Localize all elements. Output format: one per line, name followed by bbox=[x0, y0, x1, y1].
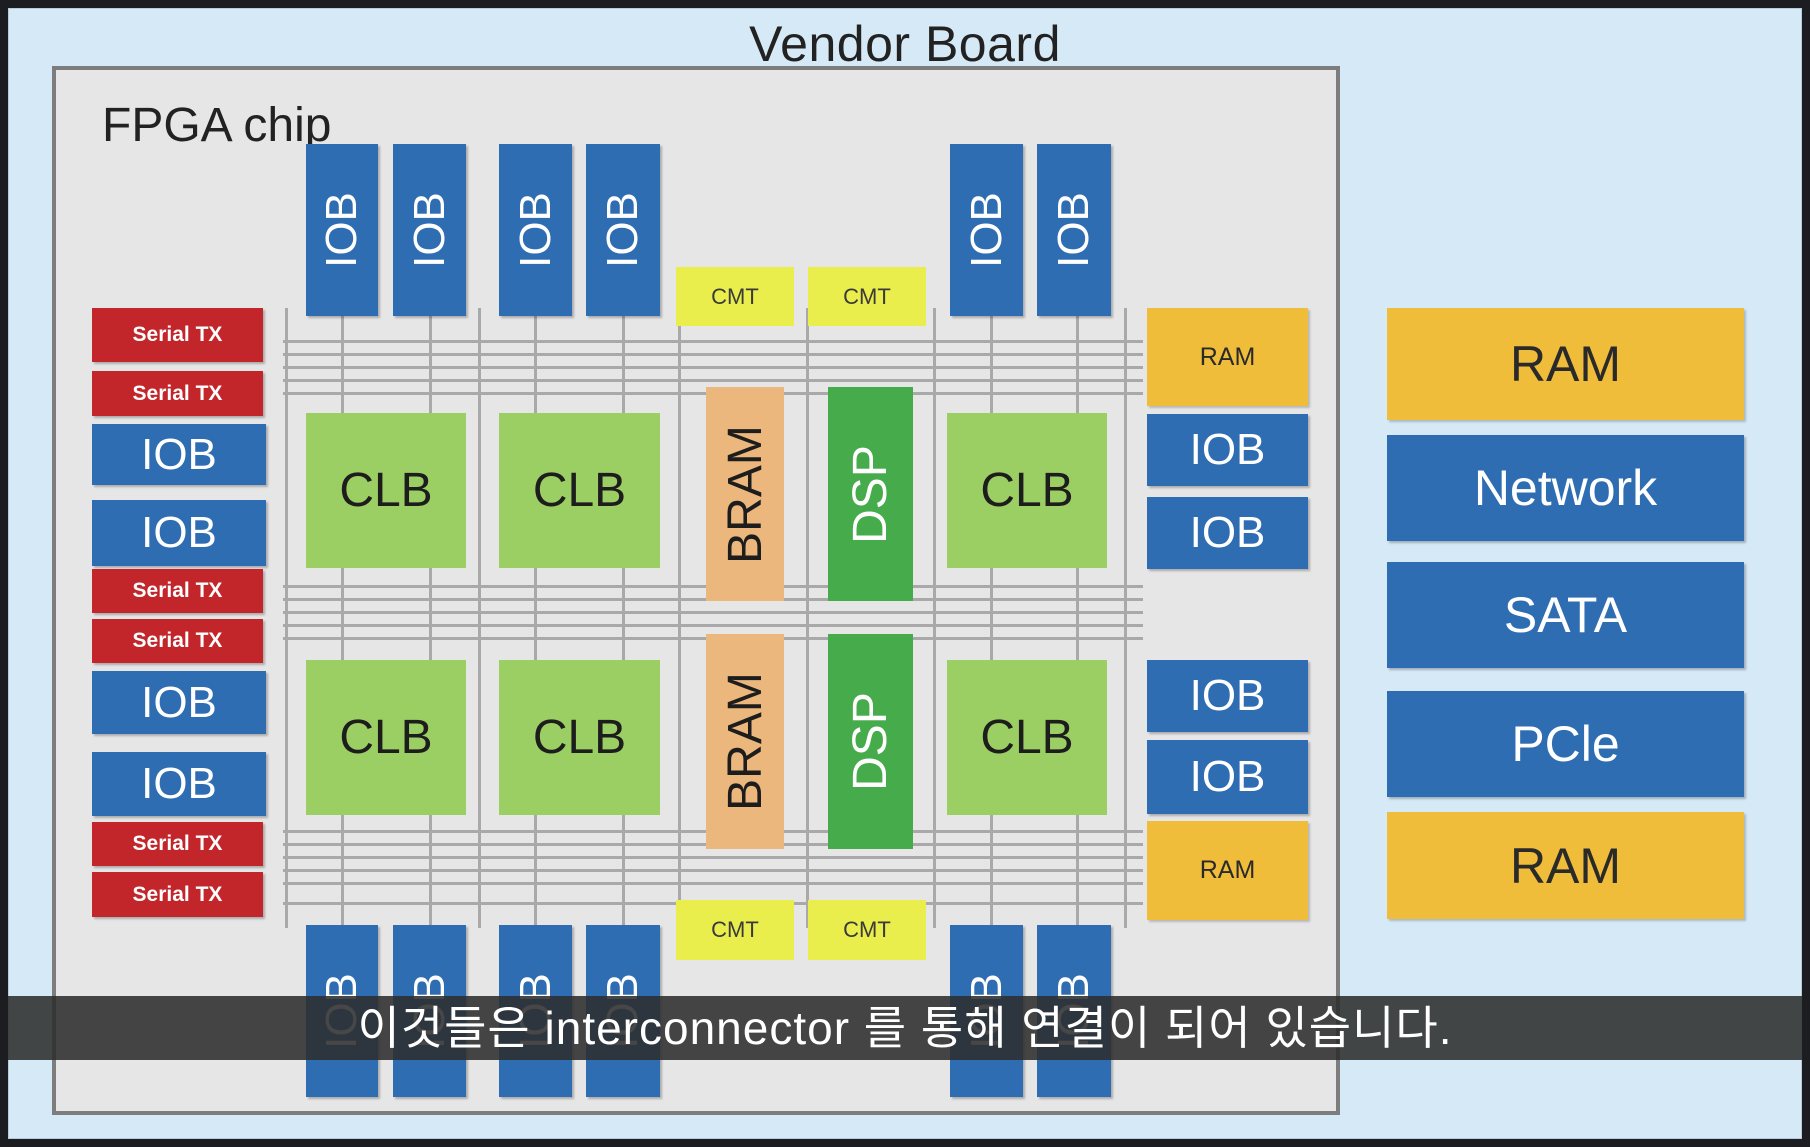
bram-block: BRAM bbox=[706, 387, 784, 601]
interconnect-line bbox=[1124, 308, 1127, 928]
sata-block: SATA bbox=[1387, 562, 1744, 668]
interconnect-line bbox=[1076, 308, 1079, 928]
iob-block-top: IOB bbox=[1037, 144, 1111, 316]
serial-tx-block: Serial TX bbox=[92, 308, 263, 362]
iob-block-left: IOB bbox=[92, 752, 266, 816]
interconnect-line bbox=[283, 366, 1143, 369]
serial-tx-block: Serial TX bbox=[92, 872, 263, 917]
interconnect-line bbox=[990, 308, 993, 928]
board-title: Vendor Board bbox=[749, 16, 1061, 72]
iob-block-top: IOB bbox=[306, 144, 378, 316]
clb-block: CLB bbox=[499, 413, 660, 568]
bram-block: BRAM bbox=[706, 634, 784, 849]
interconnect-line bbox=[341, 308, 344, 928]
interconnect-line bbox=[283, 353, 1143, 356]
iob-block-right: IOB bbox=[1147, 660, 1308, 732]
cmt-block: CMT bbox=[808, 267, 926, 326]
board-ram-block: RAM bbox=[1387, 812, 1744, 919]
iob-block-right: IOB bbox=[1147, 740, 1308, 814]
serial-tx-block: Serial TX bbox=[92, 371, 263, 416]
iob-block-top: IOB bbox=[950, 144, 1023, 316]
interconnect-line bbox=[806, 308, 809, 928]
interconnect-line bbox=[283, 882, 1143, 885]
iob-block-top: IOB bbox=[393, 144, 466, 316]
pcie-block: PCle bbox=[1387, 691, 1744, 797]
network-block: Network bbox=[1387, 435, 1744, 541]
interconnect-line bbox=[678, 308, 681, 928]
clb-block: CLB bbox=[306, 660, 466, 815]
iob-block-right: IOB bbox=[1147, 414, 1308, 486]
serial-tx-block: Serial TX bbox=[92, 569, 263, 613]
interconnect-line bbox=[283, 379, 1143, 382]
clb-block: CLB bbox=[947, 413, 1107, 568]
iob-block-left: IOB bbox=[92, 500, 266, 566]
interconnect-line bbox=[429, 308, 432, 928]
iob-block-top: IOB bbox=[586, 144, 660, 316]
clb-block: CLB bbox=[947, 660, 1107, 815]
interconnect-line bbox=[283, 611, 1143, 614]
cmt-block: CMT bbox=[676, 900, 794, 960]
iob-block-left: IOB bbox=[92, 671, 266, 734]
dsp-block: DSP bbox=[828, 387, 913, 601]
ram-block: RAM bbox=[1147, 308, 1308, 406]
serial-tx-block: Serial TX bbox=[92, 619, 263, 663]
clb-block: CLB bbox=[306, 413, 466, 568]
subtitle-text: 이것들은 interconnector 를 통해 연결이 되어 있습니다. bbox=[357, 1002, 1453, 1054]
clb-block: CLB bbox=[499, 660, 660, 815]
ram-block: RAM bbox=[1147, 821, 1308, 920]
cmt-block: CMT bbox=[808, 900, 926, 960]
iob-block-right: IOB bbox=[1147, 497, 1308, 569]
interconnect-line bbox=[933, 308, 936, 928]
iob-block-top: IOB bbox=[499, 144, 572, 316]
interconnect-line bbox=[283, 624, 1143, 627]
iob-block-left: IOB bbox=[92, 424, 266, 485]
chip-title: FPGA chip bbox=[102, 99, 332, 152]
serial-tx-block: Serial TX bbox=[92, 822, 263, 866]
interconnect-line bbox=[534, 308, 537, 928]
interconnect-line bbox=[283, 869, 1143, 872]
interconnect-line bbox=[478, 308, 481, 928]
interconnect-line bbox=[283, 856, 1143, 859]
interconnect-line bbox=[622, 308, 625, 928]
interconnect-line bbox=[285, 308, 288, 928]
cmt-block: CMT bbox=[676, 267, 794, 326]
board-ram-block: RAM bbox=[1387, 308, 1744, 420]
dsp-block: DSP bbox=[828, 634, 913, 849]
subtitle-bar bbox=[8, 996, 1802, 1060]
interconnect-line bbox=[283, 340, 1143, 343]
